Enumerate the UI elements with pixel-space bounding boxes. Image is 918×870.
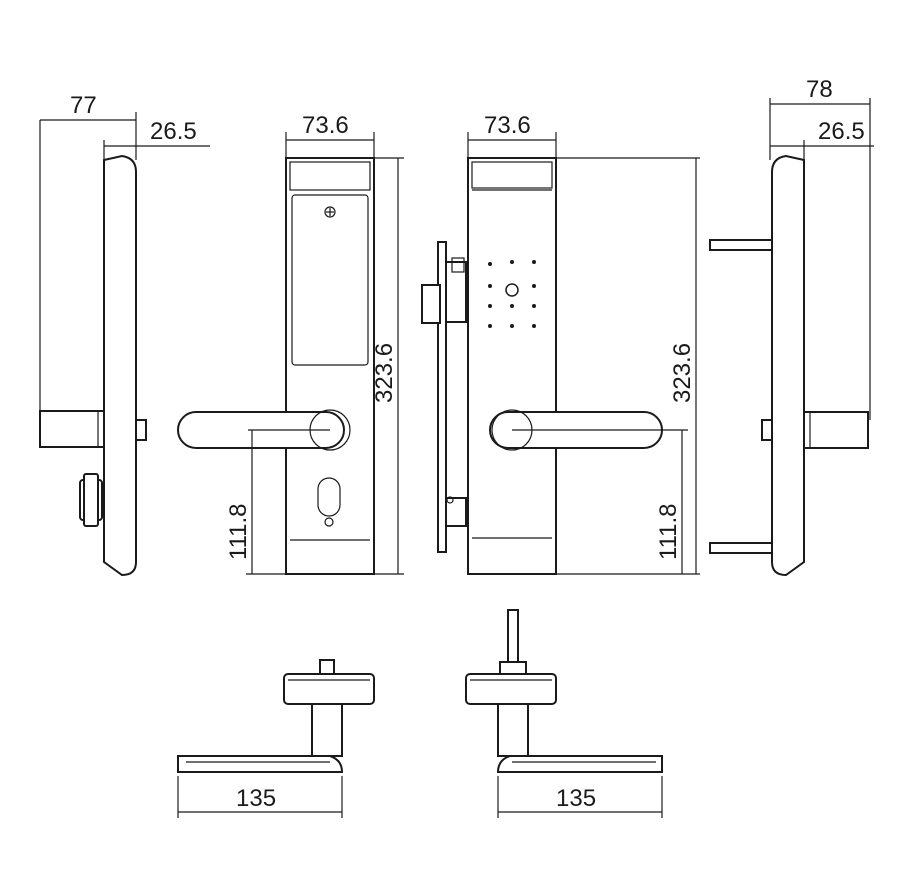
dim-left-thickness: 26.5	[150, 118, 197, 145]
bottom-left-view: 135	[177, 659, 375, 818]
dim-front-handle-height: 111.8	[225, 504, 252, 561]
dim-back-height: 323.6	[669, 343, 696, 403]
dim-back-width: 73.6	[484, 112, 531, 139]
dim-left-depth: 77	[70, 92, 97, 119]
dim-front-height: 323.6	[371, 343, 398, 403]
dim-right-depth: 78	[806, 76, 833, 103]
keypad	[488, 260, 536, 328]
dim-back-handle-height: 111.8	[655, 504, 682, 561]
back-view: 73.6	[421, 112, 700, 575]
dim-right-thickness: 26.5	[818, 118, 865, 145]
dim-front-width: 73.6	[302, 112, 349, 139]
dim-bottom-left-length: 135	[236, 785, 276, 812]
right-side-view: 78 26.5	[709, 76, 874, 577]
bottom-right-view: 135	[465, 609, 663, 818]
front-view: 73.6 323.6 111.8	[177, 112, 404, 575]
left-side-view: 77 26.5	[39, 92, 210, 577]
dim-bottom-right-length: 135	[556, 785, 596, 812]
